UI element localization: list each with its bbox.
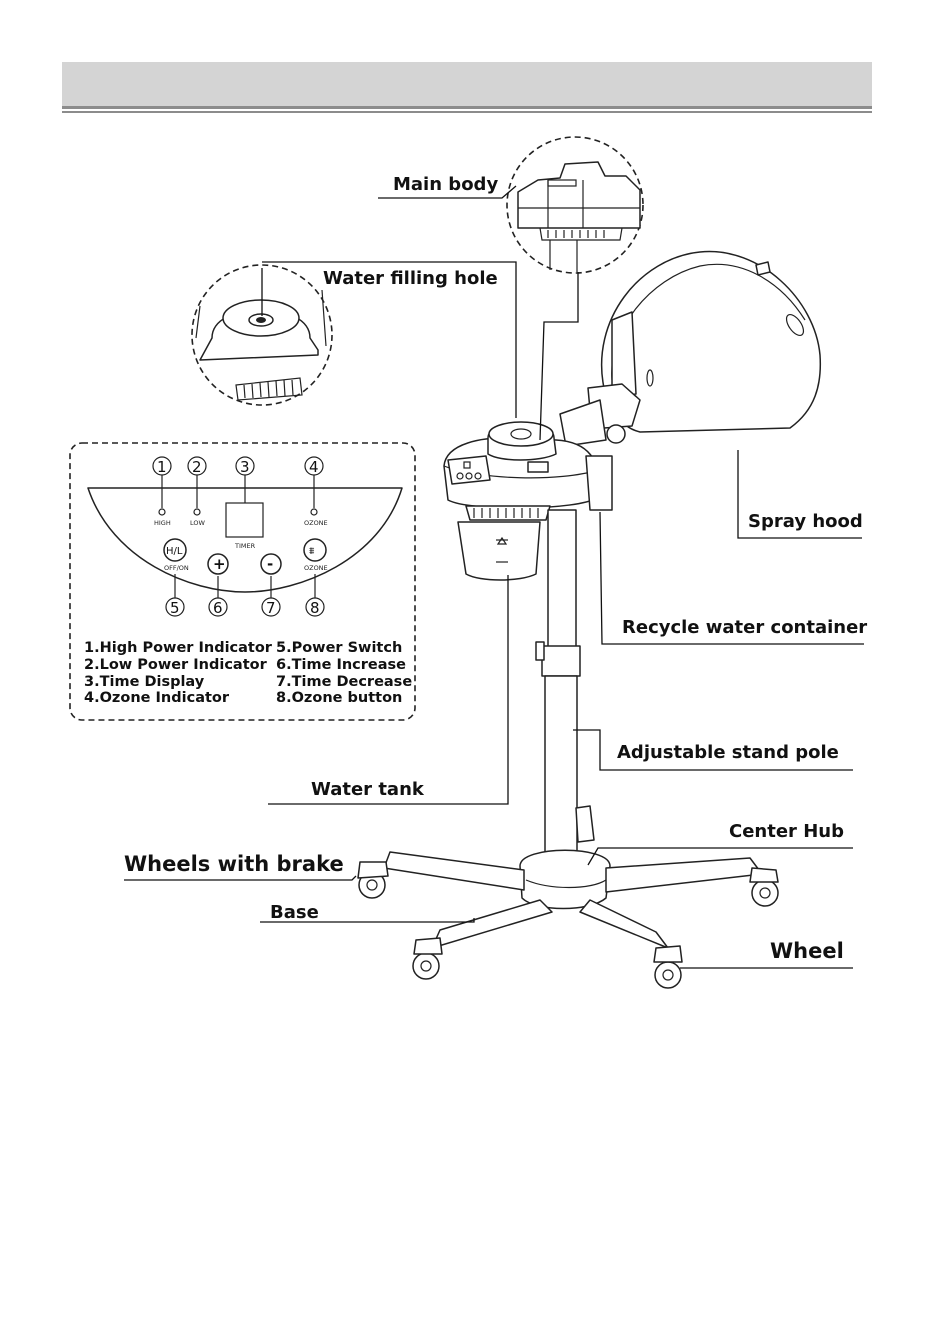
legend-item-4: 4.Ozone Indicator bbox=[84, 690, 230, 706]
label-center-hub: Center Hub bbox=[729, 821, 844, 842]
legend-item-6: 6.Time Increase bbox=[276, 657, 406, 673]
high-indicator-led bbox=[158, 508, 166, 516]
time-increase-button-label: + bbox=[213, 555, 226, 573]
panel-num-1: 1 bbox=[157, 458, 167, 476]
label-recycle-water-container: Recycle water container bbox=[622, 617, 867, 638]
legend-item-8: 8.Ozone button bbox=[276, 690, 402, 706]
label-main-body: Main body bbox=[393, 174, 498, 195]
ozone-button[interactable] bbox=[303, 538, 327, 562]
panel-num-6: 6 bbox=[213, 599, 223, 617]
panel-num-2: 2 bbox=[192, 458, 202, 476]
header-rule bbox=[62, 111, 872, 113]
panel-ozone-label: OZONE bbox=[304, 519, 328, 527]
callout-labels: Main body Water filling hole Spray hood … bbox=[124, 174, 867, 963]
time-decrease-button-label: - bbox=[267, 555, 273, 573]
leader-lines bbox=[124, 185, 864, 969]
steamer-main-body bbox=[443, 421, 613, 581]
low-indicator-led bbox=[193, 508, 201, 516]
panel-num-8: 8 bbox=[310, 599, 320, 617]
panel-num-5: 5 bbox=[170, 599, 180, 617]
label-wheels-with-brake: Wheels with brake bbox=[124, 852, 344, 876]
label-adjustable-stand-pole: Adjustable stand pole bbox=[617, 742, 839, 763]
panel-ozone-button-label: OZONE bbox=[304, 564, 328, 572]
legend-item-5: 5.Power Switch bbox=[276, 640, 402, 656]
ozone-button-glyph: ⩩ bbox=[309, 546, 315, 557]
control-panel-detail: 1 2 3 4 HIGH LOW TIMER OZONE H/L OFF/ON … bbox=[69, 442, 416, 721]
panel-num-4: 4 bbox=[309, 458, 319, 476]
spray-hood-drawing bbox=[559, 250, 822, 447]
stand-and-base bbox=[357, 509, 779, 989]
label-wheel: Wheel bbox=[770, 939, 844, 963]
time-decrease-button[interactable] bbox=[260, 553, 282, 575]
label-base: Base bbox=[270, 902, 319, 923]
water-hole-zoom bbox=[191, 264, 333, 406]
panel-num-3: 3 bbox=[240, 458, 250, 476]
legend-item-1: 1.High Power Indicator bbox=[84, 640, 273, 656]
panel-high-label: HIGH bbox=[154, 519, 171, 527]
legend-item-7: 7.Time Decrease bbox=[276, 674, 412, 690]
main-body-zoom bbox=[506, 136, 644, 274]
panel-timer-label: TIMER bbox=[234, 542, 256, 550]
legend-item-2: 2.Low Power Indicator bbox=[84, 657, 268, 673]
legend-item-3: 3.Time Display bbox=[84, 674, 205, 690]
panel-num-7: 7 bbox=[266, 599, 276, 617]
panel-offon-label: OFF/ON bbox=[164, 564, 189, 572]
ozone-indicator-led bbox=[310, 508, 318, 516]
label-water-filling-hole: Water filling hole bbox=[323, 268, 498, 289]
label-spray-hood: Spray hood bbox=[748, 511, 863, 532]
power-hl-button[interactable] bbox=[163, 538, 187, 562]
time-increase-button[interactable] bbox=[207, 553, 229, 575]
power-hl-button-label: H/L bbox=[166, 546, 183, 557]
time-display bbox=[225, 502, 264, 538]
header-bar bbox=[62, 62, 872, 109]
label-water-tank: Water tank bbox=[311, 779, 425, 800]
panel-low-label: LOW bbox=[190, 519, 206, 527]
